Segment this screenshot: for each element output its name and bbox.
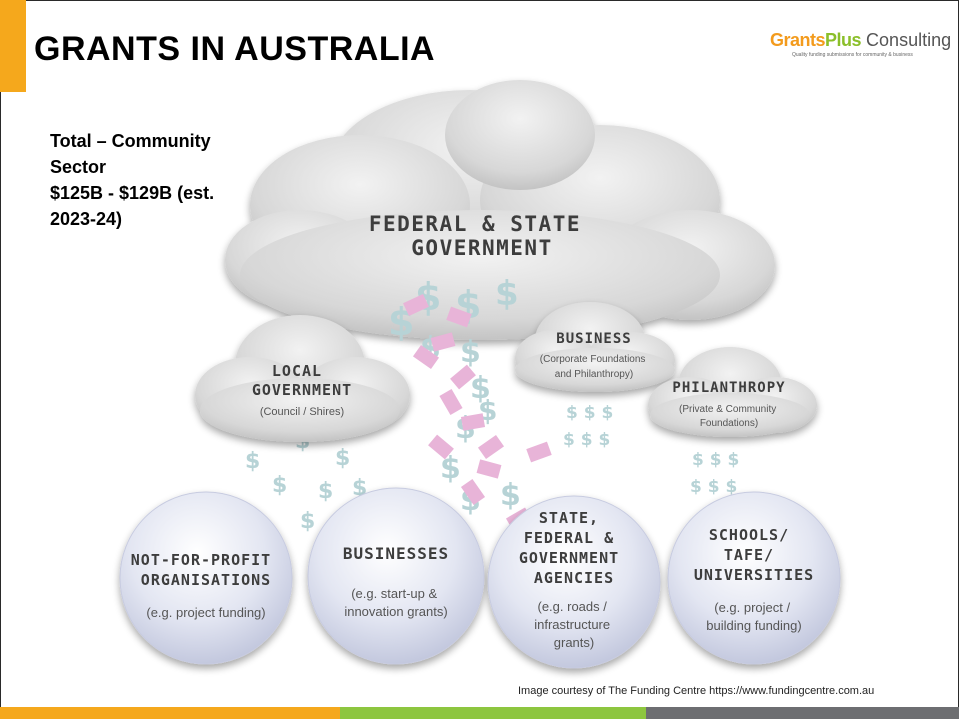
dollar-sign-icon: $ bbox=[460, 335, 481, 370]
circle-4-sub: building funding) bbox=[706, 618, 801, 633]
svg-text:(e.g. project / building f: (e.g. project / building funding) bbox=[706, 600, 801, 633]
dollar-sign-icon: $ bbox=[272, 473, 287, 498]
total-line: Sector bbox=[50, 157, 107, 177]
svg-text:(Council / Shires): (Council / Shires) bbox=[260, 406, 344, 418]
svg-text:PHILANTHROPY: PHILANTHROPY bbox=[672, 380, 785, 396]
logo-grants-text: Grants bbox=[770, 30, 826, 50]
circle-3-sub: grants) bbox=[554, 635, 594, 650]
circle-4-sub: (e.g. project / bbox=[714, 600, 790, 615]
cloud-local-title: LOCAL bbox=[272, 362, 322, 380]
circle-1-title: ORGANISATIONS bbox=[141, 571, 271, 589]
circle-3-title: STATE, bbox=[539, 509, 599, 527]
circle-2-sub: innovation grants) bbox=[344, 604, 447, 619]
cloud-philanthropy-title: PHILANTHROPY bbox=[672, 380, 785, 396]
total-line: 2023-24) bbox=[50, 209, 123, 229]
svg-text:FEDERAL & STATE GOVERNMENT: FEDERAL & STATE GOVERNMENT bbox=[369, 212, 595, 260]
svg-text:BUSINESSES: BUSINESSES bbox=[343, 544, 449, 563]
slide-title: GRANTS IN AUSTRALIA bbox=[34, 30, 436, 68]
cloud-business-title: BUSINESS bbox=[556, 331, 631, 347]
svg-text:STATE, FEDERAL & GOVER: STATE, FEDERAL & GOVERNMENT AGENCIES bbox=[519, 509, 629, 587]
company-logo: GrantsPlus Consulting Quality funding su… bbox=[770, 30, 951, 58]
svg-text:(e.g. start-up & innovatio: (e.g. start-up & innovation grants) bbox=[344, 586, 447, 619]
svg-text:BUSINESS: BUSINESS bbox=[556, 331, 631, 347]
image-credit: Image courtesy of The Funding Centre htt… bbox=[518, 685, 875, 697]
circle-4-title: SCHOOLS/ bbox=[709, 526, 789, 544]
cloud-federal-title: GOVERNMENT bbox=[411, 236, 552, 260]
dollar-sign-icon: $ bbox=[318, 479, 333, 504]
dollar-sign-icon: $ bbox=[470, 371, 491, 406]
svg-text:NOT-FOR-PROFIT ORGANISATIO: NOT-FOR-PROFIT ORGANISATIONS bbox=[131, 551, 281, 589]
cloud-philanthropy-sub: (Private & Community bbox=[679, 404, 776, 415]
dollar-sign-icon: $ bbox=[500, 478, 521, 513]
cloud-local-government bbox=[195, 315, 410, 442]
circle-1-sub: (e.g. project funding) bbox=[146, 605, 265, 620]
dollar-sign-icon: $ bbox=[300, 509, 315, 534]
dollar-sign-icon: $ bbox=[495, 274, 519, 314]
circle-4-title: UNIVERSITIES bbox=[694, 566, 814, 584]
circle-not-for-profit bbox=[119, 491, 293, 665]
circle-2-title: BUSINESSES bbox=[343, 544, 449, 563]
bottom-bar-grey bbox=[646, 707, 959, 719]
circle-3-title: GOVERNMENT bbox=[519, 549, 619, 567]
circle-3-title: FEDERAL & bbox=[524, 529, 614, 547]
circle-1-title: NOT-FOR-PROFIT bbox=[131, 551, 271, 569]
cloud-business-sub: (Corporate Foundations bbox=[540, 354, 646, 365]
circle-4-title: TAFE/ bbox=[724, 546, 774, 564]
dollar-sign-icon: $ $ $ bbox=[690, 477, 737, 497]
dollar-sign-icon: $ bbox=[335, 446, 350, 471]
circle-3-title: AGENCIES bbox=[534, 569, 614, 587]
title-accent-bar bbox=[0, 0, 26, 92]
circle-businesses bbox=[307, 487, 485, 665]
bottom-bar-orange bbox=[0, 707, 340, 719]
logo-tagline: Quality funding submissions for communit… bbox=[792, 52, 913, 58]
dollar-sign-icon: $ $ $ bbox=[692, 450, 739, 470]
total-line: $125B - $129B (est. bbox=[50, 183, 215, 203]
cloud-federal-state bbox=[225, 80, 775, 340]
bottom-bar-green bbox=[340, 707, 646, 719]
circle-2-sub: (e.g. start-up & bbox=[351, 586, 437, 601]
svg-text:(e.g. roads / infrastructu: (e.g. roads / infrastructure grants) bbox=[534, 599, 614, 650]
svg-text:SCHOOLS/ TAFE/ UNIVERS: SCHOOLS/ TAFE/ UNIVERSITIES bbox=[694, 526, 814, 584]
cloud-local-title: GOVERNMENT bbox=[252, 381, 352, 399]
circle-3-sub: (e.g. roads / bbox=[538, 599, 608, 614]
svg-text:(e.g. project funding): (e.g. project funding) bbox=[146, 605, 265, 620]
circle-government-agencies bbox=[487, 495, 661, 669]
svg-text:(Corporate Foundations and: (Corporate Foundations and Philanthropy) bbox=[540, 354, 648, 380]
cloud-federal-title: FEDERAL & STATE bbox=[369, 212, 581, 236]
cloud-philanthropy bbox=[648, 347, 817, 437]
cloud-business bbox=[515, 302, 675, 392]
dollar-sign-icon: $ bbox=[245, 449, 260, 474]
dollar-sign-icon: $ $ $ bbox=[566, 403, 613, 423]
dollar-sign-icon: $ $ $ bbox=[563, 430, 610, 450]
cloud-local-sub: (Council / Shires) bbox=[260, 406, 344, 418]
dollar-sign-icon: $ bbox=[440, 451, 461, 486]
svg-text:LOCAL GOVERNMENT: LOCAL GOVERNMENT bbox=[252, 362, 352, 399]
svg-text:(Private & Community Found: (Private & Community Foundations) bbox=[679, 404, 779, 429]
cloud-philanthropy-sub: Foundations) bbox=[700, 418, 758, 429]
total-line: Total – Community bbox=[50, 131, 211, 151]
logo-consulting-text: Consulting bbox=[861, 30, 952, 50]
cloud-business-sub: and Philanthropy) bbox=[555, 369, 633, 380]
circle-schools bbox=[667, 491, 841, 665]
circle-3-sub: infrastructure bbox=[534, 617, 610, 632]
logo-plus-text: Plus bbox=[825, 30, 862, 50]
total-sector-label: Total – Community Sector $125B - $129B (… bbox=[50, 128, 280, 232]
